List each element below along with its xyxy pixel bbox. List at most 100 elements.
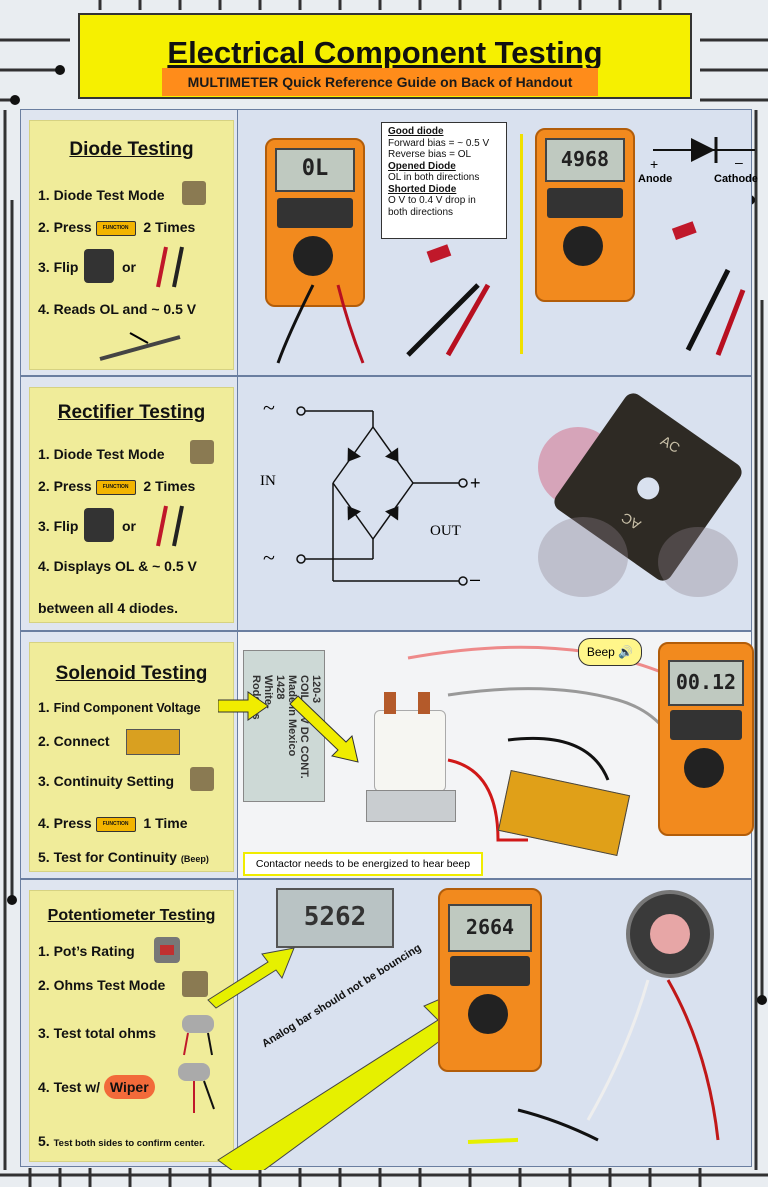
meter-reading-ohms: 2664 bbox=[465, 915, 515, 939]
terminal-post bbox=[418, 692, 430, 714]
multimeter-solenoid: 00.12 bbox=[658, 642, 754, 836]
panel-divider bbox=[237, 377, 238, 630]
rectifier-step-1: 1. Diode Test Mode bbox=[38, 446, 165, 462]
function-button-icon: FUNCTION bbox=[95, 220, 136, 236]
diode-panel: Diode Testing 1. Diode Test Mode 2. Pres… bbox=[20, 109, 758, 376]
solenoid-step-4: 4. Press FUNCTION 1 Time bbox=[38, 815, 188, 832]
meter-display: 00.12 bbox=[668, 660, 744, 706]
pot-images: 5262 Analog bar should not be bouncing 2… bbox=[207, 880, 751, 1170]
solenoid-step-2: 2. Connect bbox=[38, 733, 110, 749]
shorted-diode-title: Shorted Diode bbox=[388, 183, 457, 195]
rectifier-step-3-or: or bbox=[122, 518, 136, 534]
terminal-post bbox=[384, 692, 396, 714]
rectifier-images: ~ ~ IN OUT + – AC AC bbox=[238, 377, 751, 630]
rectifier-panel: Rectifier Testing 1. Diode Test Mode 2. … bbox=[20, 376, 752, 631]
meter-dial-icon bbox=[468, 994, 508, 1034]
solenoid-step-1: 1. Find Component Voltage bbox=[38, 699, 201, 715]
potentiometer-panel: Potentiometer Testing 1. Pot’s Rating 2.… bbox=[20, 879, 752, 1170]
pot-rating-icon bbox=[154, 937, 180, 963]
pot-steps: Potentiometer Testing 1. Pot’s Rating 2.… bbox=[29, 890, 234, 1162]
anode-label: Anode bbox=[638, 173, 673, 185]
diode-step-3: 3. Flip bbox=[38, 259, 79, 275]
diode-step-2: 2. Press FUNCTION 2 Times bbox=[38, 219, 196, 236]
rectifier-step-4b: between all 4 diodes. bbox=[38, 600, 179, 616]
panel-divider bbox=[237, 880, 238, 1166]
pot-center bbox=[650, 914, 690, 954]
in-label: IN bbox=[260, 473, 276, 489]
rectifier-step-2: 2. Press FUNCTION 2 Times bbox=[38, 478, 196, 495]
rectifier-title: Rectifier Testing bbox=[57, 402, 206, 423]
rectifier-step-4: 4. Displays OL & ~ 0.5 V bbox=[38, 558, 197, 574]
speaker-icon: 🔊 bbox=[618, 645, 634, 659]
ohms-mode-icon bbox=[182, 971, 208, 997]
solenoid-title: Solenoid Testing bbox=[55, 663, 208, 684]
meter-reading-ol: 0L bbox=[301, 156, 329, 181]
potentiometer-photo bbox=[626, 890, 714, 978]
diode-mode-icon bbox=[190, 440, 214, 464]
diode-symbol-icon bbox=[653, 137, 755, 163]
diode-step-1: 1. Diode Test Mode bbox=[38, 187, 165, 203]
meter-display: 0L bbox=[275, 148, 355, 192]
shorted-diode-line-1: O V to 0.4 V drop in bbox=[388, 195, 476, 206]
meter-dial-icon bbox=[563, 226, 603, 266]
test-leads-icon bbox=[84, 249, 114, 283]
multimeter-pot: 2664 bbox=[438, 888, 542, 1072]
meter-reading-continuity: 00.12 bbox=[675, 670, 737, 694]
shorted-diode-line-2: both directions bbox=[388, 206, 454, 218]
pot-wiper-icon bbox=[178, 1063, 215, 1113]
bridge-rectifier-schematic bbox=[296, 406, 468, 586]
solenoid-photo bbox=[366, 682, 456, 822]
out-label: OUT bbox=[430, 523, 461, 539]
pot-step-3: 3. Test total ohms bbox=[38, 1025, 156, 1041]
zoomed-display: 5262 bbox=[276, 888, 394, 948]
diode-images: 0L Good diode Forward bias = ~ 0.5 V Rev… bbox=[238, 110, 758, 375]
opened-diode-title: Opened Diode bbox=[388, 160, 456, 172]
solenoid-step-5: 5. Test for Continuity (Beep) bbox=[38, 849, 209, 865]
solenoid-bracket bbox=[366, 790, 456, 822]
meter-buttons bbox=[547, 188, 623, 218]
solenoid-body bbox=[374, 710, 446, 792]
batteries-icon bbox=[126, 729, 180, 755]
pot-step-1: 1. Pot’s Rating bbox=[38, 943, 135, 959]
meter-reading-forward: 4968 bbox=[560, 147, 610, 171]
rectifier-step-3: 3. Flip bbox=[38, 518, 79, 534]
anode-plus: + bbox=[650, 156, 659, 172]
continuity-mode-icon bbox=[190, 767, 214, 791]
ac-marking: AC bbox=[657, 432, 683, 456]
page-title: Electrical Component Testing bbox=[167, 35, 603, 70]
beep-callout: Beep 🔊 bbox=[578, 638, 642, 666]
ac-bottom-label: ~ bbox=[263, 545, 275, 570]
diode-step-3-or: or bbox=[122, 259, 136, 275]
mounting-hole bbox=[632, 473, 664, 504]
minus-terminal: – bbox=[470, 569, 481, 589]
test-leads-left bbox=[276, 284, 365, 364]
subtitle-banner: MULTIMETER Quick Reference Guide on Back… bbox=[162, 68, 598, 96]
bridge-rectifier-photo: AC AC bbox=[538, 389, 746, 585]
plus-terminal: + bbox=[470, 473, 481, 493]
ac-top-label: ~ bbox=[263, 395, 275, 420]
function-button-icon: FUNCTION bbox=[95, 479, 136, 495]
solenoid-step-3: 3. Continuity Setting bbox=[38, 773, 175, 789]
diode-notes: Good diode Forward bias = ~ 0.5 V Revers… bbox=[381, 122, 507, 239]
multimeter-left: 0L bbox=[265, 138, 365, 307]
probes-icon bbox=[156, 246, 184, 288]
voltage-arrows bbox=[218, 691, 359, 763]
zoomed-reading: 5262 bbox=[303, 902, 367, 932]
test-leads-icon bbox=[84, 508, 114, 542]
contactor-caption: Contactor needs to be energized to hear … bbox=[243, 852, 483, 876]
good-diode-line-2: Reverse bias = OL bbox=[388, 149, 472, 160]
solenoid-steps: Solenoid Testing 1. Find Component Volta… bbox=[29, 642, 234, 872]
cathode-label: Cathode bbox=[714, 173, 758, 185]
meter-display: 4968 bbox=[545, 138, 625, 182]
meter-buttons bbox=[670, 710, 742, 740]
good-diode-line-1: Forward bias = ~ 0.5 V bbox=[388, 137, 490, 149]
diode-title: Diode Testing bbox=[69, 139, 194, 160]
pot-wires bbox=[517, 979, 720, 1142]
cathode-minus: – bbox=[735, 154, 743, 170]
pot-step-2: 2. Ohms Test Mode bbox=[38, 977, 166, 993]
highlight-grey bbox=[538, 517, 628, 597]
meter-buttons bbox=[450, 956, 530, 986]
diode-step-4: 4. Reads OL and ~ 0.5 V bbox=[38, 301, 197, 317]
ac-marking: AC bbox=[618, 509, 644, 534]
pot-step-4: 4. Test w/ Wiper bbox=[38, 1075, 155, 1099]
